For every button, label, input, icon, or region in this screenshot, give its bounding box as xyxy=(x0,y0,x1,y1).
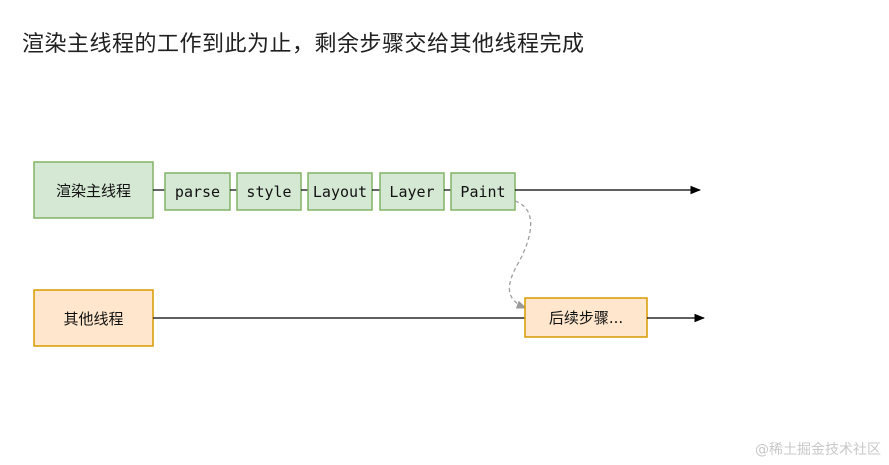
step-label-layer: Layer xyxy=(389,183,434,201)
step-label-style: style xyxy=(246,183,291,201)
step-box-layer xyxy=(379,172,445,211)
step-box-paint xyxy=(450,172,516,211)
step-box-style xyxy=(236,172,302,211)
step-label-parse: parse xyxy=(175,183,220,201)
other-thread-label: 其他线程 xyxy=(63,310,123,328)
main-thread-label: 渲染主线程 xyxy=(56,182,131,200)
handoff-dashed-arrow xyxy=(508,200,532,309)
next-step-box xyxy=(524,297,648,338)
step-label-paint: Paint xyxy=(460,183,505,201)
step-label-layout: Layout xyxy=(313,183,367,201)
page-title: 渲染主线程的工作到此为止，剩余步骤交给其他线程完成 xyxy=(22,32,585,57)
main-thread-box xyxy=(33,161,154,219)
step-box-layout xyxy=(307,172,373,211)
watermark: @稀土掘金技术社区 xyxy=(755,442,881,458)
next-step-label: 后续步骤... xyxy=(549,309,623,327)
step-box-parse xyxy=(164,172,231,211)
other-thread-box xyxy=(33,289,154,347)
